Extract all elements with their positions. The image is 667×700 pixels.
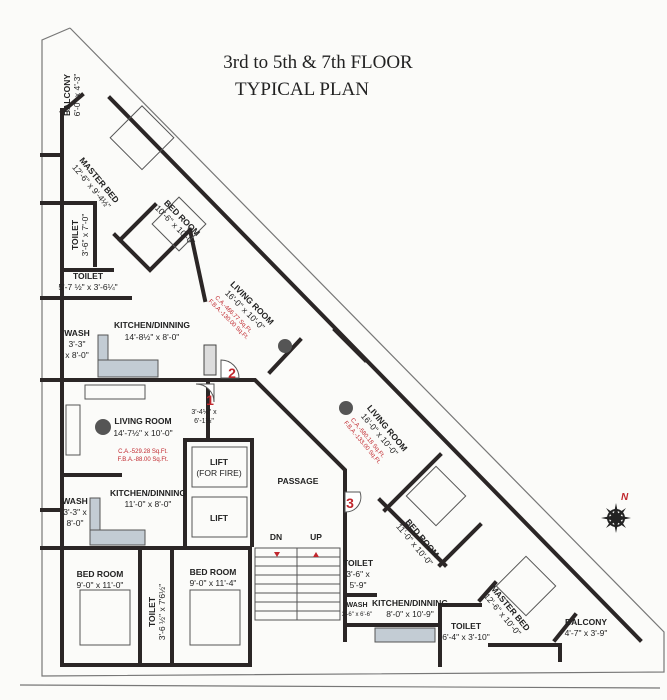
bed: [405, 465, 467, 527]
bed: [109, 105, 175, 171]
svg-text:3'-4½" x: 3'-4½" x: [191, 408, 217, 416]
svg-text:14'-7½" x 10'-0": 14'-7½" x 10'-0": [113, 428, 172, 438]
bed: [151, 196, 207, 252]
plan-title-line2: TYPICAL PLAN: [235, 79, 369, 100]
svg-text:14'-8½" x 8'-0": 14'-8½" x 8'-0": [125, 332, 180, 342]
lift-for-fire: LIFT (FOR FIRE): [196, 457, 241, 478]
room-toilet-top-a: TOILET 3'-6" x 7'-0": [70, 214, 90, 257]
svg-text:5'-7 ½" x 3'-6¼": 5'-7 ½" x 3'-6¼": [58, 282, 117, 292]
room-bed-room-b: BED ROOM 9'-0" x 11'-4": [190, 567, 237, 588]
svg-text:BED ROOM: BED ROOM: [190, 567, 237, 577]
table-icon: [278, 339, 292, 353]
arrow-down-icon: [274, 552, 280, 557]
room-balcony-right: BALCONY 4'-7" x 3'-9": [565, 617, 608, 638]
plan-title-line1: 3rd to 5th & 7th FLOOR: [223, 52, 413, 73]
room-living-room-left: LIVING ROOM 14'-7½" x 10'-0" C.A.-529.28…: [113, 416, 172, 463]
svg-text:9'-0" x 11'-0": 9'-0" x 11'-0": [77, 580, 124, 590]
lift: LIFT: [210, 513, 229, 523]
door-3[interactable]: 3: [344, 491, 362, 513]
svg-text:BALCONY: BALCONY: [62, 74, 72, 116]
room-master-bed-right: MASTER BED 12'-6" x 10'-0": [482, 583, 532, 637]
svg-text:WASH: WASH: [64, 328, 90, 338]
svg-text:4'-7" x 3'-9": 4'-7" x 3'-9": [565, 628, 608, 638]
svg-text:C.A.-529.28 Sq.Ft.: C.A.-529.28 Sq.Ft.: [118, 449, 168, 455]
bed: [189, 589, 241, 646]
room-bed-room-a: BED ROOM 9'-0" x 11'-0": [77, 569, 124, 590]
svg-text:TOILET: TOILET: [70, 219, 80, 250]
svg-text:3'-6" x: 3'-6" x: [346, 569, 370, 579]
passage: PASSAGE: [278, 476, 319, 486]
compass-rose-icon: N: [601, 492, 631, 533]
svg-text:WASH: WASH: [347, 602, 368, 609]
room-bed-room-right: BED ROOM 11'-0" x 10'-0": [394, 517, 441, 568]
room-toilet-bottom: TOILET 3'-6 ½" x 7'6½": [147, 584, 167, 641]
svg-text:9'-0" x 11'-4": 9'-0" x 11'-4": [190, 578, 237, 588]
compass-north-label: N: [621, 492, 629, 503]
room-balcony-top: BALCONY 6'-0" x 4'-3": [62, 74, 82, 117]
table-icon: [95, 419, 111, 435]
svg-text:KITCHEN/DINNING: KITCHEN/DINNING: [372, 598, 448, 608]
svg-text:3: 3: [346, 495, 354, 511]
room-living-room-top: LIVING ROOM 16'-0" x 10'-0" C.A.-466.77 …: [207, 279, 276, 341]
arrow-up-icon: [313, 552, 319, 557]
svg-text:6'-4" x 3'-10": 6'-4" x 3'-10": [442, 632, 490, 642]
plot-boundary: [19, 27, 665, 689]
kitchen-counter: [89, 529, 146, 546]
svg-text:8'-0" x 10'-9": 8'-0" x 10'-9": [386, 609, 434, 619]
stairs-up-label: UP: [310, 532, 322, 542]
room-wash-top: WASH 3'-3" x 8'-0": [64, 328, 90, 360]
bed: [495, 555, 557, 617]
stairs-down-label: DN: [270, 532, 282, 542]
svg-text:3'-6" x 6'-6": 3'-6" x 6'-6": [342, 612, 372, 618]
kitchen-counter: [374, 627, 436, 643]
staircase[interactable]: [254, 547, 341, 621]
lift-for-fire-shaft: [191, 446, 248, 488]
svg-text:2: 2: [228, 365, 236, 381]
svg-text:WASH: WASH: [62, 496, 88, 506]
room-kitchen-right: KITCHEN/DINNING 8'-0" x 10'-9": [372, 598, 448, 619]
svg-text:(FOR FIRE): (FOR FIRE): [196, 468, 241, 478]
lobby-dimension: 3'-4½" x 6'-1½": [191, 408, 217, 425]
svg-text:3'-3" x: 3'-3" x: [63, 507, 87, 517]
svg-text:5'-9": 5'-9": [350, 580, 367, 590]
room-wash-left: WASH 3'-3" x 8'-0": [62, 496, 88, 528]
svg-text:LIVING ROOM: LIVING ROOM: [114, 416, 171, 426]
svg-text:1: 1: [206, 392, 214, 408]
room-toilet-right-b: TOILET 6'-4" x 3'-10": [442, 621, 490, 642]
duct: [203, 344, 217, 376]
walls: [40, 92, 643, 667]
room-toilet-top-b: TOILET 5'-7 ½" x 3'-6¼": [58, 271, 117, 292]
sofa: [84, 384, 146, 400]
svg-text:6'-0" x 4'-3": 6'-0" x 4'-3": [72, 74, 82, 117]
svg-text:F.B.A.-88.00 Sq.Ft.: F.B.A.-88.00 Sq.Ft.: [118, 457, 169, 463]
bed: [79, 589, 131, 646]
svg-text:BALCONY: BALCONY: [565, 617, 607, 627]
svg-text:x 8'-0": x 8'-0": [65, 350, 89, 360]
svg-text:KITCHEN/DINNING: KITCHEN/DINNING: [114, 320, 190, 330]
svg-text:6'-1½": 6'-1½": [194, 417, 214, 425]
door-2[interactable]: 2: [220, 359, 240, 381]
svg-text:TOILET: TOILET: [343, 558, 374, 568]
svg-text:TOILET: TOILET: [147, 596, 157, 627]
room-kitchen-top: KITCHEN/DINNING 14'-8½" x 8'-0": [114, 320, 190, 342]
kitchen-counter: [97, 359, 159, 378]
lift-shaft: [191, 496, 248, 538]
svg-text:3'-6" x 7'-0": 3'-6" x 7'-0": [80, 214, 90, 257]
svg-text:BED ROOM: BED ROOM: [77, 569, 124, 579]
svg-text:8'-0": 8'-0": [67, 518, 84, 528]
svg-text:3'-3": 3'-3": [69, 339, 86, 349]
room-kitchen-left: KITCHEN/DINNING 11'-0" x 8'-0": [110, 488, 186, 509]
svg-text:11'-0" x 8'-0": 11'-0" x 8'-0": [125, 499, 172, 509]
svg-text:TOILET: TOILET: [451, 621, 482, 631]
sofa: [65, 404, 81, 456]
door-1[interactable]: 1: [195, 383, 215, 408]
svg-text:LIFT: LIFT: [210, 457, 229, 467]
room-wash-right: WASH 3'-6" x 6'-6": [342, 602, 372, 618]
table-icon: [339, 401, 353, 415]
svg-text:TOILET: TOILET: [73, 271, 104, 281]
room-toilet-right: TOILET 3'-6" x 5'-9": [343, 558, 374, 590]
svg-text:KITCHEN/DINNING: KITCHEN/DINNING: [110, 488, 186, 498]
svg-text:3'-6 ½" x 7'6½": 3'-6 ½" x 7'6½": [157, 584, 167, 641]
